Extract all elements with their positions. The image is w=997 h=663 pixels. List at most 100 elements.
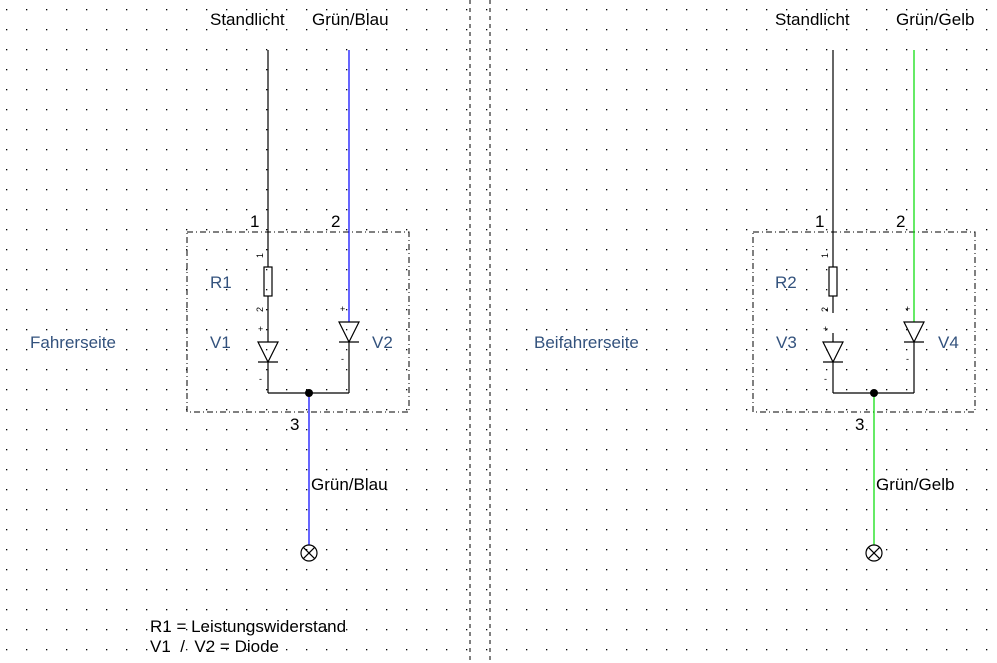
grid-dot [246,89,248,91]
grid-dot [646,489,648,491]
grid-dot [686,9,688,11]
grid-dot [786,29,788,31]
grid-dot [606,49,608,51]
grid-dot [206,9,208,11]
grid-dot [366,509,368,511]
junction-dot [870,389,878,397]
grid-dot [526,149,528,151]
grid-dot [106,509,108,511]
grid-dot [566,509,568,511]
grid-dot [326,649,328,651]
grid-dot [706,649,708,651]
grid-dot [646,509,648,511]
grid-dot [506,649,508,651]
grid-dot [306,469,308,471]
grid-dot [126,189,128,191]
grid-dot [786,469,788,471]
grid-dot [386,389,388,391]
grid-dot [126,309,128,311]
grid-dot [446,129,448,131]
grid-dot [706,289,708,291]
grid-dot [26,289,28,291]
grid-dot [586,569,588,571]
grid-dot [866,89,868,91]
grid-dot [266,149,268,151]
grid-dot [666,469,668,471]
grid-dot [386,629,388,631]
grid-dot [826,269,828,271]
grid-dot [386,449,388,451]
grid-dot [886,509,888,511]
grid-dot [486,9,488,11]
grid-dot [6,349,8,351]
grid-dot [586,49,588,51]
grid-dot [386,169,388,171]
grid-dot [966,469,968,471]
grid-dot [586,189,588,191]
grid-dot [186,109,188,111]
grid-dot [26,189,28,191]
grid-dot [846,109,848,111]
grid-dot [686,289,688,291]
grid-dot [966,29,968,31]
grid-dot [166,569,168,571]
grid-dot [186,349,188,351]
grid-dot [686,609,688,611]
grid-dot [866,29,868,31]
grid-dot [306,9,308,11]
grid-dot [246,309,248,311]
grid-dot [446,29,448,31]
grid-dot [6,389,8,391]
grid-dot [6,229,8,231]
grid-dot [746,489,748,491]
grid-dot [26,129,28,131]
grid-dot [986,49,988,51]
grid-dot [366,249,368,251]
grid-dot [146,469,148,471]
grid-dot [446,209,448,211]
grid-dot [706,489,708,491]
grid-dot [146,149,148,151]
grid-dot [146,269,148,271]
grid-dot [366,309,368,311]
grid-dot [666,649,668,651]
grid-dot [206,249,208,251]
grid-dot [426,89,428,91]
grid-dot [26,49,28,51]
grid-dot [226,209,228,211]
grid-dot [306,489,308,491]
grid-dot [566,549,568,551]
grid-dot [926,69,928,71]
grid-dot [486,109,488,111]
junction-dot [305,389,313,397]
grid-dot [746,169,748,171]
grid-dot [446,289,448,291]
grid-dot [266,289,268,291]
grid-dot [306,269,308,271]
grid-dot [446,469,448,471]
grid-dot [286,109,288,111]
grid-dot [6,329,8,331]
grid-dot [586,109,588,111]
grid-dot [226,409,228,411]
grid-dot [46,449,48,451]
grid-dot [466,129,468,131]
grid-dot [86,49,88,51]
grid-dot [146,569,148,571]
grid-dot [66,509,68,511]
grid-dot [206,69,208,71]
grid-dot [666,129,668,131]
grid-dot [786,109,788,111]
grid-dot [986,289,988,291]
grid-dot [46,309,48,311]
grid-dot [26,269,28,271]
grid-dot [626,109,628,111]
grid-dot [26,529,28,531]
grid-dot [986,509,988,511]
grid-dot [986,629,988,631]
grid-dot [606,89,608,91]
plus-sign: + [258,324,263,334]
grid-dot [386,309,388,311]
grid-dot [86,29,88,31]
grid-dot [386,349,388,351]
